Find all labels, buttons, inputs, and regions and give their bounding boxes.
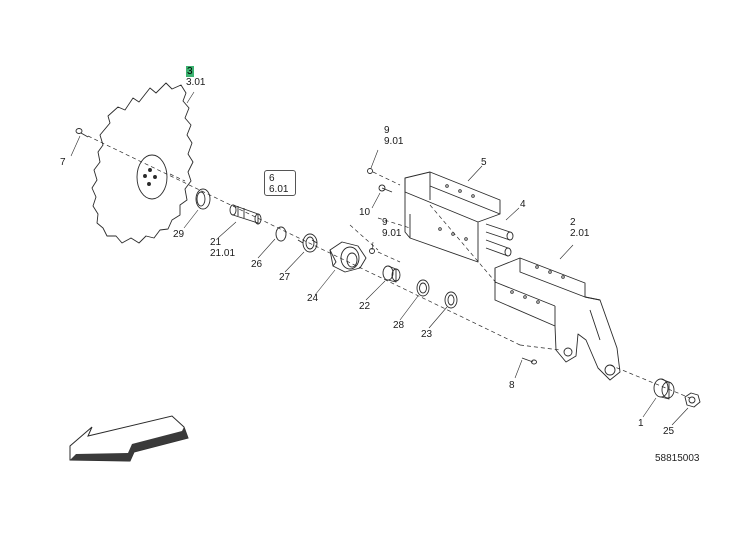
leader-lines <box>70 91 689 426</box>
callout-9a-group: 9 9.01 <box>384 125 403 147</box>
callout-2[interactable]: 2 <box>570 217 576 228</box>
seal-23 <box>444 291 458 309</box>
callout-21-group: 21 21.01 <box>210 237 235 259</box>
callout-6: 6 <box>269 173 275 184</box>
pin-8 <box>521 357 537 365</box>
seal-ring-29 <box>195 188 211 210</box>
callout-2-01[interactable]: 2.01 <box>570 228 590 239</box>
callout-26[interactable]: 26 <box>251 259 263 270</box>
direction-arrow-icon <box>69 415 189 462</box>
arm-2 <box>494 257 621 381</box>
callout-7[interactable]: 7 <box>60 157 66 168</box>
bolt-7 <box>75 128 89 138</box>
circlip-26 <box>275 226 287 242</box>
callout-29[interactable]: 29 <box>173 229 185 240</box>
callout-5[interactable]: 5 <box>481 157 487 168</box>
callout-6-01: 6.01 <box>269 184 289 195</box>
tubes-4 <box>485 223 514 257</box>
bolt-10 <box>378 184 393 193</box>
nut-25 <box>684 392 701 408</box>
callout-9b-01[interactable]: 9.01 <box>382 228 402 239</box>
drawing-number: 58815003 <box>655 453 700 464</box>
grease-nipple-9a <box>367 168 373 174</box>
assembly-axis-lines <box>87 135 691 399</box>
callout-23[interactable]: 23 <box>421 329 433 340</box>
disc-hub-face <box>136 154 168 200</box>
callout-21[interactable]: 21 <box>210 237 222 248</box>
callout-1[interactable]: 1 <box>638 418 644 429</box>
callout-2-group: 2 2.01 <box>570 217 589 239</box>
callout-10[interactable]: 10 <box>359 207 371 218</box>
callout-28[interactable]: 28 <box>393 320 405 331</box>
bushing-22 <box>382 265 401 283</box>
callout-8[interactable]: 8 <box>509 380 515 391</box>
callout-3-highlighted[interactable]: 3 <box>186 66 194 77</box>
callout-9b[interactable]: 9 <box>382 217 388 228</box>
callout-9a[interactable]: 9 <box>384 125 390 136</box>
callout-3-01[interactable]: 3.01 <box>186 77 206 88</box>
callout-21-01[interactable]: 21.01 <box>210 248 236 259</box>
callout-9a-01[interactable]: 9.01 <box>384 136 404 147</box>
bearing-28 <box>416 279 430 297</box>
callout-9b-group: 9 9.01 <box>382 217 401 239</box>
callout-24[interactable]: 24 <box>307 293 319 304</box>
callout-25[interactable]: 25 <box>663 426 675 437</box>
bracket-5 <box>404 171 501 263</box>
shaft-21 <box>229 204 262 225</box>
callout-27[interactable]: 27 <box>279 272 291 283</box>
disc-blade <box>91 82 194 244</box>
hub-housing-24 <box>329 241 367 273</box>
callout-6-box[interactable]: 6 6.01 <box>264 170 296 196</box>
callout-3-group: 3 3.01 <box>186 66 205 88</box>
bearing-27 <box>297 233 318 253</box>
callout-4[interactable]: 4 <box>520 199 526 210</box>
callout-22[interactable]: 22 <box>359 301 371 312</box>
bushing-1 <box>653 378 675 400</box>
